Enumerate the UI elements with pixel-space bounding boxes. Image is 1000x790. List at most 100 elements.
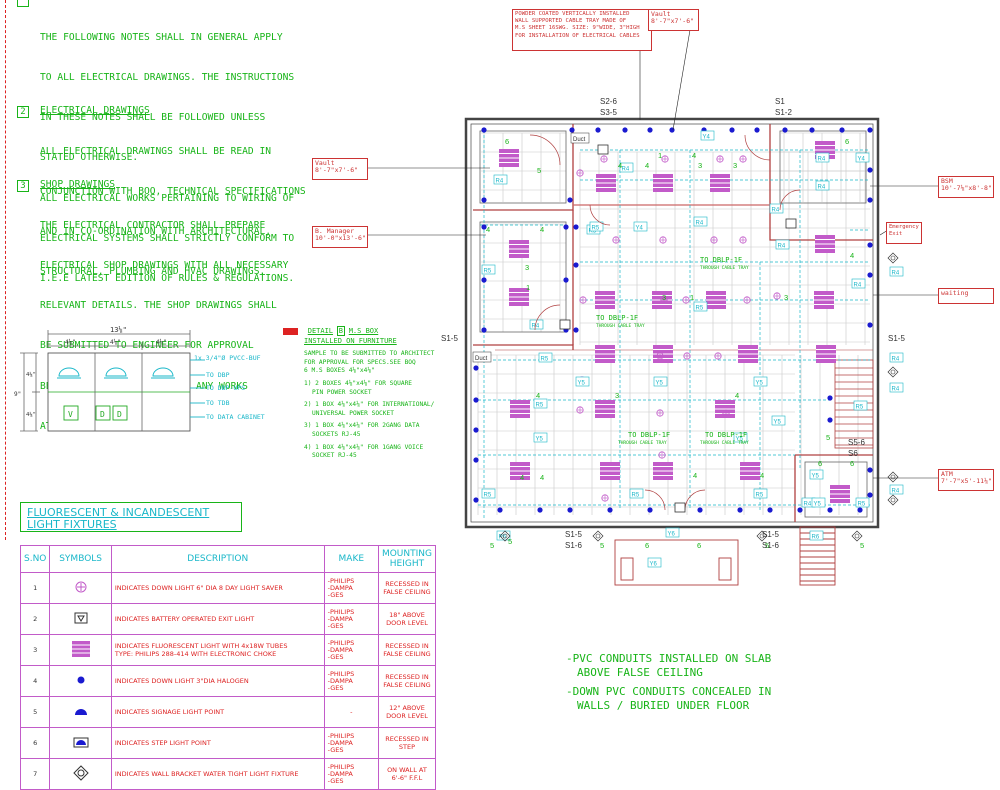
halogen-dot-icon xyxy=(867,167,873,173)
label-s1-6-bot-l: S1-6 xyxy=(565,541,582,550)
note-3-title: SHOP DRAWINGS xyxy=(40,179,116,190)
halogen-dot-icon xyxy=(827,417,833,423)
circuit-number: 6 xyxy=(645,541,649,550)
ms-h1: 4⅛" xyxy=(26,371,36,378)
note-2-number: 2 xyxy=(17,106,29,118)
circuit-number: 5 xyxy=(600,541,604,550)
detail-line: PIN POWER SOCKET xyxy=(312,388,372,396)
circuit-tag: Y5 xyxy=(753,376,768,387)
halogen-dot-icon xyxy=(867,242,873,248)
wall-bracket-light-icon xyxy=(887,494,899,506)
front-entrance xyxy=(614,526,836,586)
detail-line: 2) 1 BOX 4⅛"x4⅛" FOR INTERNATIONAL/ xyxy=(304,401,435,409)
wall-bracket-light-icon xyxy=(499,530,511,542)
halogen-dot-icon xyxy=(669,127,675,133)
downlight-crossed-circle-icon xyxy=(743,296,751,304)
halogen-dot-icon xyxy=(754,127,760,133)
ms-box-detail: 13⅛" 4⅛" 4⅛" 4⅛" 9" 4⅛" 4⅛" 1x 3/4"Ø PVC… xyxy=(14,325,265,432)
note-2-title: ELECTRICAL DRAWINGS xyxy=(40,105,150,116)
note-line: THE FOLLOWING NOTES SHALL IN GENERAL APP… xyxy=(40,31,283,43)
circuit-number: 4 xyxy=(536,391,540,400)
circuit-tag: Y6 xyxy=(647,557,662,568)
circuit-tag-label: R4 xyxy=(892,489,900,495)
halogen-dot-icon xyxy=(827,507,833,513)
circuit-number: 1 xyxy=(690,293,694,302)
red-marker xyxy=(283,327,298,335)
legend-make: -PHILIPS -DAMPA -GES xyxy=(323,758,379,790)
circuit-number: 4 xyxy=(540,473,544,482)
circuit-tag: R5 xyxy=(533,398,548,409)
downlight-crossed-circle-icon xyxy=(612,236,620,244)
halogen-dot-icon xyxy=(867,492,873,498)
circuit-tag-label: R4 xyxy=(496,179,504,185)
ms-conduit: 1x 3/4"Ø PVCC-BUF xyxy=(194,354,261,362)
circuit-tag: R6 xyxy=(809,530,824,541)
circuit-number: 3 xyxy=(615,391,619,400)
circuit-tag: R4 xyxy=(815,152,830,163)
circuit-tag-label: R5 xyxy=(632,493,640,499)
circuit-tag: R4 xyxy=(769,203,784,214)
ms-h2: 4⅛" xyxy=(26,411,36,418)
circuit-tag-label: R4 xyxy=(854,283,862,289)
circuit-tag: R4 xyxy=(529,319,544,330)
general-notes: THE FOLLOWING NOTES SHALL IN GENERAL APP… xyxy=(0,0,306,432)
circuit-tag-label: R5 xyxy=(756,493,764,499)
ms-to-tdb: TO TDB xyxy=(206,399,230,407)
circuit-tag-label: Y5 xyxy=(578,381,586,387)
circuit-number: 6 xyxy=(818,459,822,468)
downlight-crossed-circle-icon xyxy=(661,155,669,163)
halogen-dot-icon xyxy=(809,127,815,133)
circuit-tag-label: R5 xyxy=(536,403,544,409)
halogen-dot-icon xyxy=(497,507,503,513)
circuit-tag-label: R5 xyxy=(858,502,866,508)
note-line: ELECTRICAL SYSTEMS SHALL STRICTLY CONFOR… xyxy=(40,232,295,244)
downlight-crossed-circle-icon xyxy=(773,292,781,300)
dblp-3-through: THROUGH CABLE TRAY xyxy=(618,440,667,446)
circuit-tag-label: Y4 xyxy=(858,157,866,163)
legend-sno: 1 xyxy=(19,572,51,604)
downlight-crossed-circle-icon xyxy=(576,169,584,177)
sheet-border-left xyxy=(5,0,6,540)
legend-desc: INDICATES WALL BRACKET WATER TIGHT LIGHT… xyxy=(110,758,325,790)
circuit-tag: R5 xyxy=(855,497,870,508)
circuit-tag: Y5 xyxy=(575,376,590,387)
circuit-tag-label: R5 xyxy=(484,269,492,275)
fluorescent-fixture-icon xyxy=(595,345,615,363)
ms-seg-2: 4⅛" xyxy=(110,339,121,346)
fluorescent-fixture-icon xyxy=(600,462,620,480)
circuit-number: 3 xyxy=(662,293,666,302)
legend-sno: 7 xyxy=(19,758,51,790)
downlight-crossed-circle-icon xyxy=(714,352,722,360)
halogen-dot-icon xyxy=(839,127,845,133)
detail-title-row: DETAIL B M.S BOX xyxy=(283,326,458,337)
ms-box-d2: D xyxy=(117,410,122,419)
circuit-tag: R5 xyxy=(538,352,553,363)
label-s1-6-bot-r: S1-6 xyxy=(762,541,779,550)
circuit-number: 5 xyxy=(490,541,494,550)
fluorescent-fixture-icon xyxy=(595,291,615,309)
legend-symbol-cell xyxy=(49,758,112,790)
fluorescent-fixture-icon xyxy=(814,291,834,309)
wall-bracket-light-icon xyxy=(72,765,89,781)
circuit-tag-label: R5 xyxy=(589,229,597,235)
legend-symbol-cell xyxy=(49,634,112,666)
circuit-tag-label: Y6 xyxy=(650,562,658,568)
ms-to-dbp: TO DBP xyxy=(206,371,230,379)
label-s1-5-bot-l: S1-5 xyxy=(565,530,582,539)
downlight-crossed-circle-icon xyxy=(600,155,608,163)
circuit-tag: R4 xyxy=(775,239,790,250)
halogen-dot-icon xyxy=(767,507,773,513)
halogen-dot-icon xyxy=(563,224,569,230)
halogen-dot-icon xyxy=(647,127,653,133)
downlight-crossed-circle-icon xyxy=(656,409,664,417)
detail-note: DETAIL B M.S BOX INSTALLED ON FURNITURE … xyxy=(283,326,458,461)
table-row: 1 INDICATES DOWN LIGHT 6" DIA 8 DAY LIGH… xyxy=(19,572,437,604)
detail-line: SAMPLE TO BE SUBMITTED TO ARCHITECT xyxy=(304,350,435,358)
circuit-number: 6 xyxy=(505,137,509,146)
note-line: ALL ELECTRICAL DRAWINGS SHALL BE READ IN xyxy=(40,145,272,157)
circuit-tag-label: Y5 xyxy=(756,381,764,387)
dblp-1: TO DBLP-1F xyxy=(700,256,742,264)
circuit-tag-label: R4 xyxy=(892,387,900,393)
